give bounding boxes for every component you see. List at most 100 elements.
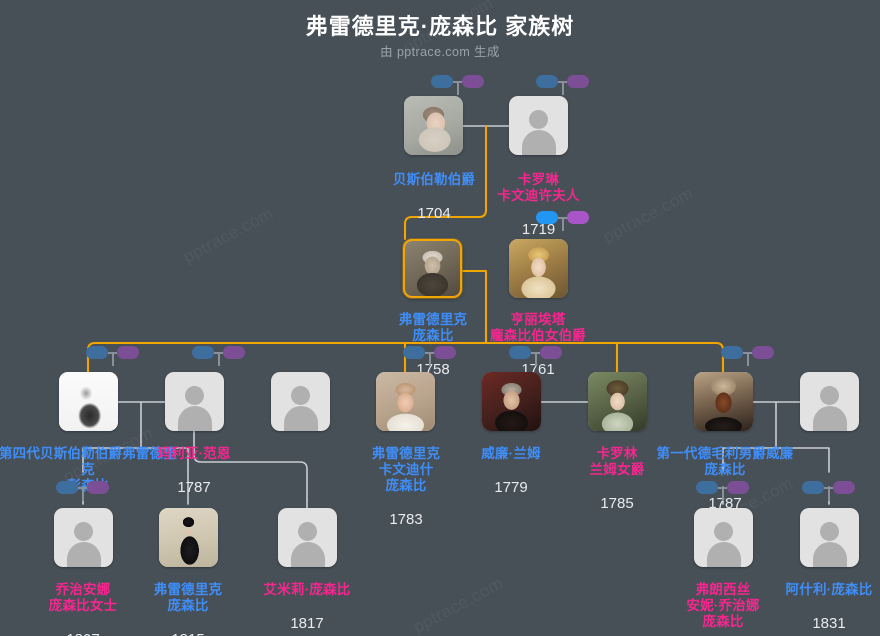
person-photo[interactable] xyxy=(54,508,113,567)
person-year: 1817 xyxy=(290,615,324,632)
badge-father-icon[interactable] xyxy=(802,481,824,494)
page-subtitle: 由 pptrace.com 生成 xyxy=(380,45,500,59)
person-photo[interactable] xyxy=(800,372,859,431)
person-photo[interactable] xyxy=(165,372,224,431)
badge-mother-icon[interactable] xyxy=(567,75,589,88)
person-name: 亨丽埃塔 龐森比伯女伯爵 xyxy=(490,312,586,343)
badge-mother-icon[interactable] xyxy=(434,346,456,359)
badge-father-icon[interactable] xyxy=(431,75,453,88)
link-children-bar-g3c xyxy=(722,447,830,473)
person-photo[interactable] xyxy=(159,508,218,567)
badge-father-icon[interactable] xyxy=(536,211,558,224)
badge-stem xyxy=(562,81,564,95)
badge-father-icon[interactable] xyxy=(509,346,531,359)
person-photo[interactable] xyxy=(509,96,568,155)
person-label: 艾米莉·庞森比 1817 xyxy=(244,566,370,636)
person-photo[interactable] xyxy=(509,239,568,298)
person-photo[interactable] xyxy=(588,372,647,431)
badge-mother-icon[interactable] xyxy=(752,346,774,359)
person-label: 卡罗林 兰姆女爵 1785 xyxy=(561,430,673,529)
person-name: 卡罗林 兰姆女爵 xyxy=(589,446,645,477)
badge-stem xyxy=(747,352,749,366)
portrait-image xyxy=(694,372,753,431)
badge-father-icon[interactable] xyxy=(192,346,214,359)
person-label: 亨丽埃塔 龐森比伯女伯爵 1761 xyxy=(470,296,606,395)
avatar-head-icon xyxy=(298,522,317,542)
portrait-image xyxy=(482,372,541,431)
person-name: 弗雷德里克 庞森比 xyxy=(398,312,468,343)
person-year: 1704 xyxy=(417,205,451,222)
badge-mother-icon[interactable] xyxy=(87,481,109,494)
person-label: 贝斯伯勒伯爵 1704 xyxy=(370,156,498,239)
portrait-image xyxy=(509,239,568,298)
link-highlight-g1-to-g2 xyxy=(403,124,488,241)
person-name: 艾米莉·庞森比 xyxy=(263,582,351,597)
portrait-image xyxy=(376,372,435,431)
badge-mother-icon[interactable] xyxy=(833,481,855,494)
link-highlight-g2-couple xyxy=(461,269,488,345)
person-year: 1787 xyxy=(177,479,211,496)
badge-mother-icon[interactable] xyxy=(117,346,139,359)
avatar-body-icon xyxy=(812,541,847,567)
person-photo[interactable] xyxy=(376,372,435,431)
badge-mother-icon[interactable] xyxy=(567,211,589,224)
avatar-placeholder xyxy=(165,372,224,431)
person-year: 1807 xyxy=(23,630,143,636)
avatar-head-icon xyxy=(820,522,839,542)
avatar-body-icon xyxy=(177,405,212,431)
page-title: 弗雷德里克·庞森比 家族树 xyxy=(305,14,575,39)
badge-father-icon[interactable] xyxy=(721,346,743,359)
badge-stem xyxy=(828,487,830,501)
avatar-body-icon xyxy=(812,405,847,431)
badge-father-icon[interactable] xyxy=(86,346,108,359)
avatar-head-icon xyxy=(291,386,310,406)
person-label: 阿什利·庞森比 1831 xyxy=(766,566,880,636)
person-label: 第一代德毛利男爵威廉 庞森比 1787 xyxy=(635,430,815,529)
person-label: 卡罗琳 卡文迪许夫人 1719 xyxy=(472,156,605,255)
badge-mother-icon[interactable] xyxy=(462,75,484,88)
person-label: 弗朗西丝 安妮·乔治娜 庞森比 1817 xyxy=(663,566,783,636)
badge-mother-icon[interactable] xyxy=(540,346,562,359)
person-name: 贝斯伯勒伯爵 xyxy=(392,172,476,187)
avatar-placeholder xyxy=(694,508,753,567)
person-name: 卡罗琳 卡文迪许夫人 xyxy=(497,172,580,203)
person-photo[interactable] xyxy=(694,508,753,567)
person-label xyxy=(773,430,880,478)
person-photo[interactable] xyxy=(482,372,541,431)
avatar-body-icon xyxy=(521,129,556,155)
portrait-image xyxy=(405,241,460,296)
badge-father-icon[interactable] xyxy=(56,481,78,494)
person-year: 1779 xyxy=(494,479,528,496)
badge-mother-icon[interactable] xyxy=(223,346,245,359)
badge-father-icon[interactable] xyxy=(696,481,718,494)
person-photo[interactable] xyxy=(59,372,118,431)
person-name: 弗雷德里克 庞森比 xyxy=(153,582,223,613)
avatar-body-icon xyxy=(66,541,101,567)
person-year: 1831 xyxy=(812,615,846,632)
person-photo[interactable] xyxy=(800,508,859,567)
avatar-head-icon xyxy=(74,522,93,542)
badge-father-icon[interactable] xyxy=(403,346,425,359)
person-photo[interactable] xyxy=(278,508,337,567)
person-label: 威廉·兰姆 1779 xyxy=(455,430,567,513)
person-photo[interactable] xyxy=(404,96,463,155)
person-photo[interactable] xyxy=(403,239,462,298)
portrait-image xyxy=(588,372,647,431)
person-photo[interactable] xyxy=(271,372,330,431)
badge-stem xyxy=(429,352,431,366)
link-parent-g3p2-g4p3 xyxy=(193,430,308,501)
avatar-head-icon xyxy=(529,110,548,130)
person-label: 玛利亚·范恩 1787 xyxy=(134,430,254,513)
badge-stem xyxy=(535,352,537,366)
person-photo[interactable] xyxy=(694,372,753,431)
avatar-body-icon xyxy=(283,405,318,431)
person-name: 阿什利·庞森比 xyxy=(785,582,873,597)
person-label: 乔治安娜 庞森比女士 1807 xyxy=(23,566,143,636)
person-name: 弗朗西丝 安妮·乔治娜 庞森比 xyxy=(686,582,760,629)
badge-father-icon[interactable] xyxy=(536,75,558,88)
person-year: 1719 xyxy=(521,221,556,238)
badge-mother-icon[interactable] xyxy=(727,481,749,494)
person-year: 1787 xyxy=(708,495,742,512)
person-year: 1785 xyxy=(600,495,634,512)
